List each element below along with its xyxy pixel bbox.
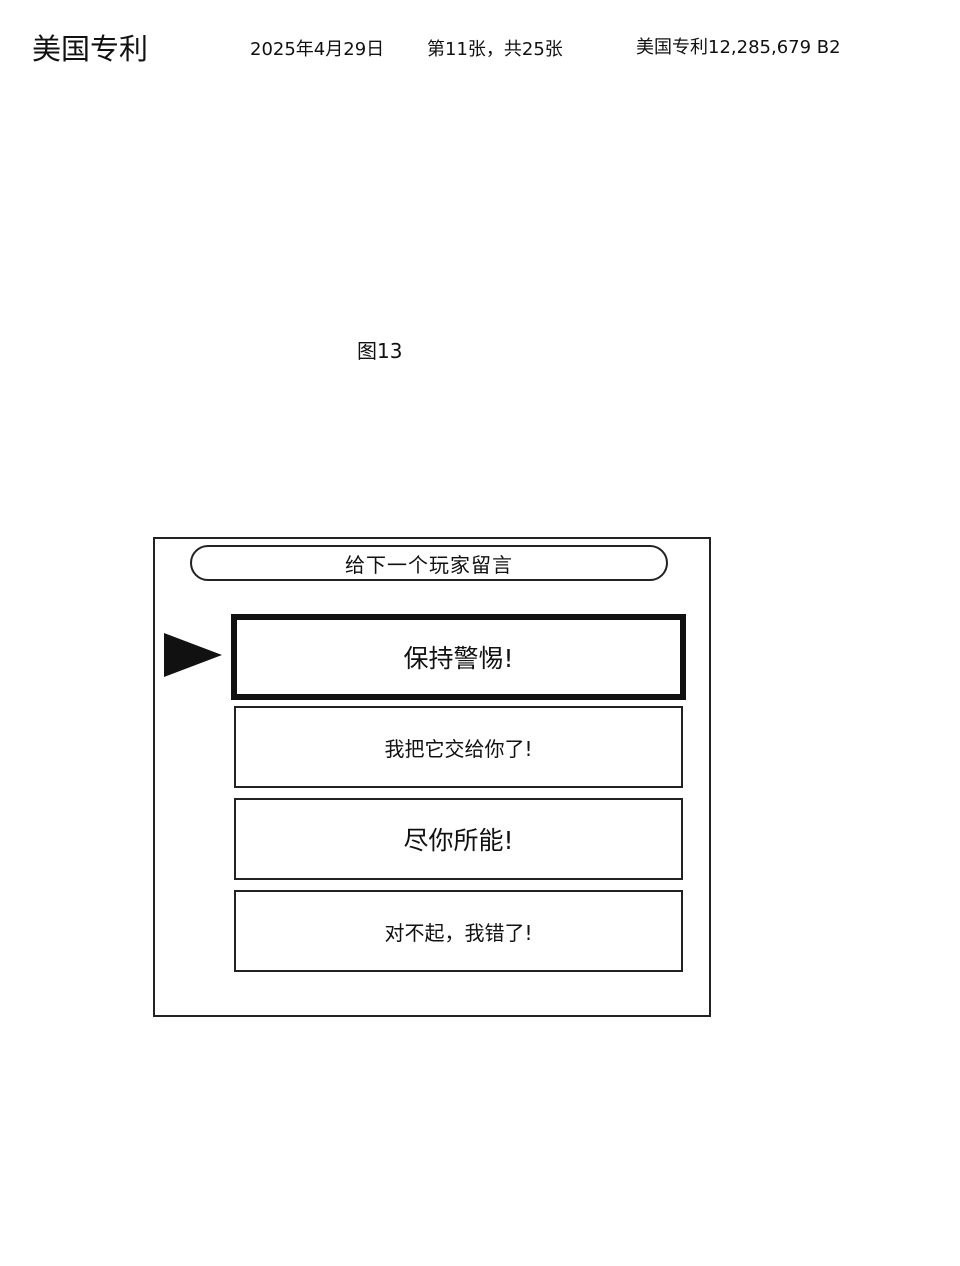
patent-number: 美国专利12,285,679 B2 bbox=[636, 37, 841, 58]
message-menu-title: 给下一个玩家留言 bbox=[190, 545, 668, 581]
message-option-stay-alert[interactable]: 保持警惕! bbox=[231, 614, 686, 700]
message-option-sorry[interactable]: 对不起，我错了! bbox=[234, 890, 683, 972]
triangle-pointer-right-icon bbox=[164, 633, 222, 677]
sheet-count: 第11张，共25张 bbox=[427, 39, 563, 60]
message-option-do-your-best[interactable]: 尽你所能! bbox=[234, 798, 683, 880]
publication-date: 2025年4月29日 bbox=[250, 39, 385, 60]
patent-office-label: 美国专利 bbox=[32, 32, 149, 66]
message-option-leave-to-you[interactable]: 我把它交给你了! bbox=[234, 706, 683, 788]
figure-label: 图13 bbox=[357, 339, 403, 363]
